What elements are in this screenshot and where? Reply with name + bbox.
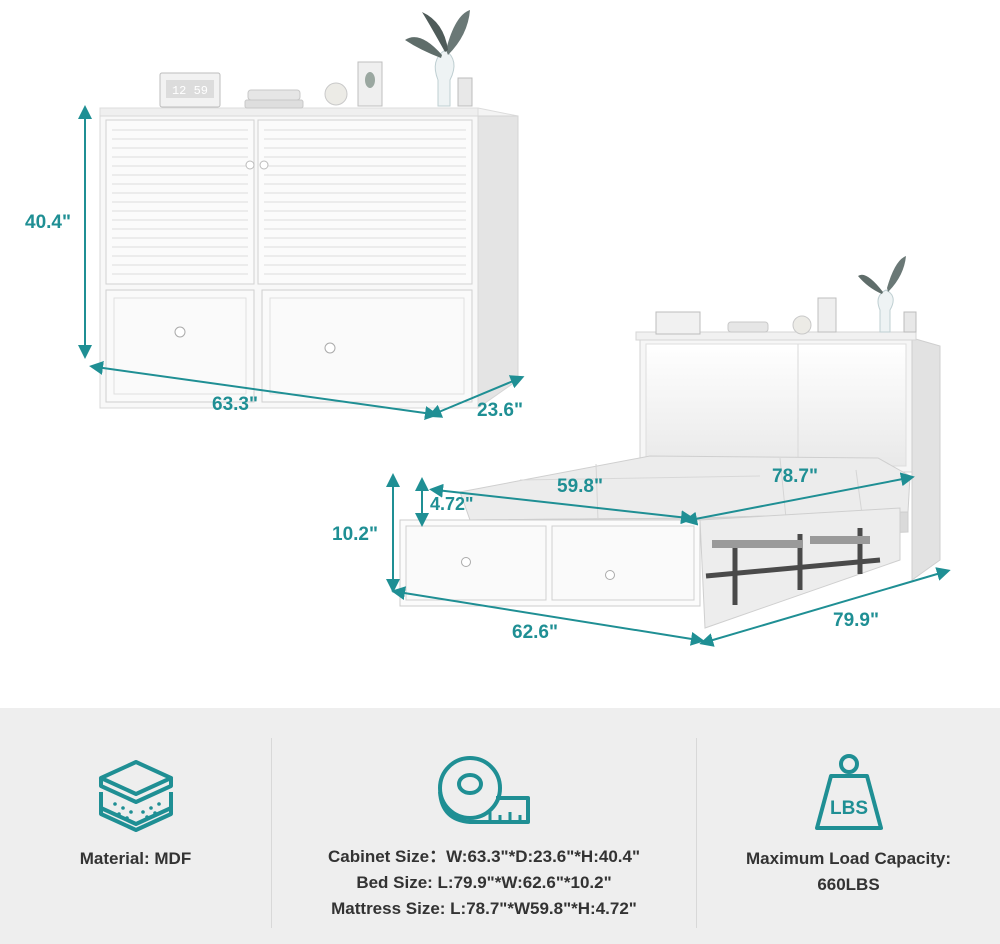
- cabinet-depth-label: 23.6": [477, 400, 523, 421]
- cabinet-height-label: 40.4": [25, 212, 71, 233]
- bed-height-label: 10.2": [332, 524, 378, 545]
- feature-load: LBS Maximum Load Capacity: 660LBS: [697, 708, 1000, 944]
- top-decor: 12 59: [159, 10, 473, 109]
- product-scene: 12 59: [25, 10, 951, 647]
- mattress-thickness-label: 4.72": [430, 494, 474, 514]
- weight-lbs-icon: LBS: [809, 750, 889, 836]
- product-illustration: 12 59: [78, 10, 951, 647]
- load-value: 660LBS: [817, 875, 880, 894]
- feature-material: Material: MDF: [0, 708, 271, 944]
- tape-measure-icon: [434, 752, 534, 832]
- drawer: [261, 289, 473, 403]
- feature-text: Material: MDF: [0, 846, 271, 872]
- drawer: [551, 525, 695, 601]
- drawer-knob: [174, 326, 186, 338]
- divider: [696, 738, 697, 928]
- cabinet-size-line: Cabinet Size：W:63.3"*D:23.6"*H:40.4": [327, 847, 641, 866]
- layered-board-icon: [91, 748, 181, 838]
- drawer: [405, 525, 547, 601]
- lbs-label: LBS: [830, 798, 868, 819]
- spec-panel: Material: MDF Cabinet Size：W:63.3"*D:: [0, 708, 1000, 944]
- bed-size-line: Bed Size: L:79.9"*W:62.6"*10.2": [356, 873, 612, 892]
- load-line: Maximum Load Capacity:: [746, 849, 951, 868]
- bed-width-label: 62.6": [512, 622, 558, 643]
- closed-cabinet: 12 59: [99, 10, 519, 409]
- material-line: Material: MDF: [79, 849, 192, 868]
- door-louvers: [112, 129, 466, 275]
- cabinet-width-label: 63.3": [212, 394, 258, 415]
- bed-length-label: 79.9": [833, 610, 879, 631]
- divider: [271, 738, 272, 928]
- mattress-length-label: 78.7": [772, 466, 818, 487]
- feature-text: Maximum Load Capacity: 660LBS: [697, 846, 1000, 898]
- door-knob: [245, 160, 255, 170]
- mattress-width-label: 59.8": [557, 476, 603, 497]
- clock-digits: 12 59: [172, 84, 208, 98]
- door-knob: [259, 160, 269, 170]
- feature-text: Cabinet Size：W:63.3"*D:23.6"*H:40.4" Bed…: [272, 844, 696, 922]
- drawer-knob: [324, 342, 336, 354]
- feature-sizes: Cabinet Size：W:63.3"*D:23.6"*H:40.4" Bed…: [272, 708, 696, 944]
- mattress-size-line: Mattress Size: L:78.7"*W59.8"*H:4.72": [331, 899, 637, 918]
